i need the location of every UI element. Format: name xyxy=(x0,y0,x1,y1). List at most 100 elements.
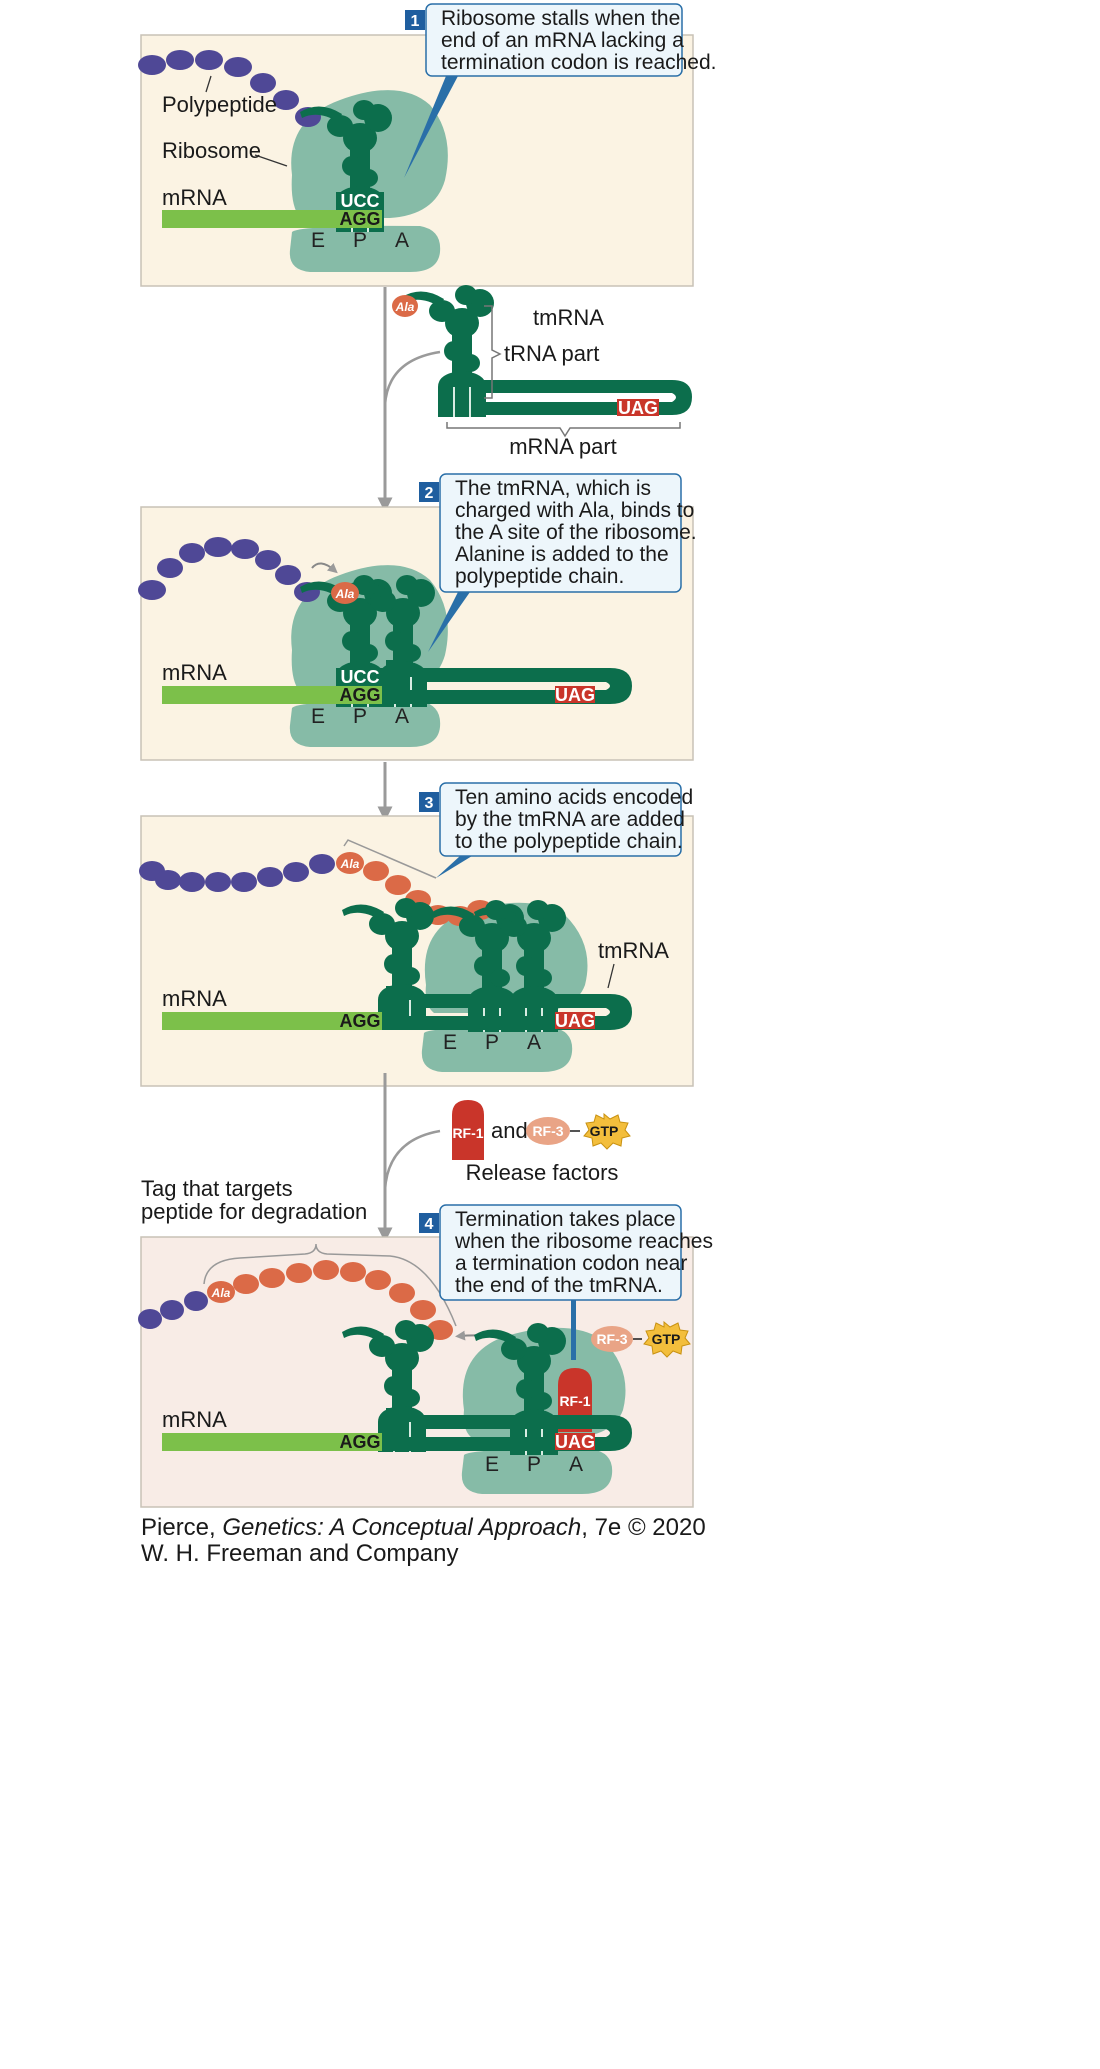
site-a: A xyxy=(395,229,409,252)
panel-1: UCC AGG E P A Polypeptide Ribosome mRNA xyxy=(138,34,694,287)
mrna-strand xyxy=(162,686,382,704)
ribosome-label: Ribosome xyxy=(162,138,261,163)
codon-label: AGG xyxy=(339,209,380,229)
transition-1-2: Ala UAG tmRNA tRNA part mRNA part xyxy=(377,284,692,513)
credit-line-1: Pierce, Genetics: A Conceptual Approach,… xyxy=(141,1514,706,1541)
ribosome-small-subunit xyxy=(289,225,441,272)
step-1-line: end of an mRNA lacking a xyxy=(441,29,684,52)
site-p: P xyxy=(485,1031,499,1054)
step-3-badge: 3 xyxy=(425,795,434,812)
site-e: E xyxy=(311,229,325,252)
rf1-factor xyxy=(452,1100,484,1160)
ala-residue xyxy=(336,852,364,874)
step-3-line: Ten amino acids encoded xyxy=(455,786,693,809)
gtp-starburst xyxy=(643,1320,691,1358)
site-p: P xyxy=(353,705,367,728)
gtp-starburst xyxy=(583,1112,631,1150)
site-a: A xyxy=(395,705,409,728)
step-2-badge: 2 xyxy=(425,485,434,502)
step-2-line: The tmRNA, which is xyxy=(455,477,651,500)
rf3-label: RF-3 xyxy=(596,1331,627,1347)
step-2-callout: 2 The tmRNA, which is charged with Ala, … xyxy=(419,473,697,652)
step-3-callout: 3 Ten amino acids encoded by the tmRNA a… xyxy=(419,782,693,878)
codon-label: AGG xyxy=(339,1011,380,1031)
mrna-label: mRNA xyxy=(162,986,227,1011)
ala-residue xyxy=(207,1281,235,1303)
step-1-line: Ribosome stalls when the xyxy=(441,7,680,30)
polypeptide-label: Polypeptide xyxy=(162,92,277,117)
trna-part-label: tRNA part xyxy=(504,341,599,366)
step-4-callout: 4 Termination takes place when the ribos… xyxy=(419,1204,713,1360)
mrna-strand xyxy=(162,210,382,228)
panel-2: Ala UCC AGG UAG E P A mRNA xyxy=(138,506,694,761)
codon-label: AGG xyxy=(339,1432,380,1452)
step-4-line: the end of the tmRNA. xyxy=(455,1274,663,1297)
polypeptide-chain xyxy=(138,537,320,602)
tmrna-label: tmRNA xyxy=(598,938,669,963)
panel-4: Ala RF-1 AGG UAG E P A mRNA RF-3 GTP xyxy=(138,1236,694,1508)
rf3-factor xyxy=(591,1326,633,1352)
stop-codon-label: UAG xyxy=(555,1011,595,1031)
site-e: E xyxy=(443,1031,457,1054)
step-4-line: Termination takes place xyxy=(455,1208,676,1231)
site-a: A xyxy=(569,1453,583,1476)
step-4-line: a termination codon near xyxy=(455,1252,687,1275)
ribosome-small-subunit xyxy=(461,1448,613,1494)
mrna-strand xyxy=(162,1433,382,1451)
gtp-label: GTP xyxy=(590,1123,619,1139)
ribosome-small-subunit xyxy=(421,1026,573,1072)
mrna-label: mRNA xyxy=(162,660,227,685)
step-1-line: termination codon is reached. xyxy=(441,51,717,74)
anticodon-label: UCC xyxy=(341,667,380,687)
ribosome-small-subunit xyxy=(289,700,441,747)
ala-label: Ala xyxy=(395,300,415,314)
ala-residue xyxy=(392,295,418,317)
site-e: E xyxy=(485,1453,499,1476)
panel-3: Ala AGG UAG E P A mRNA tmRNA xyxy=(139,815,694,1087)
credit: Pierce, Genetics: A Conceptual Approach,… xyxy=(141,1514,706,1567)
anticodon-label: UCC xyxy=(341,191,380,211)
release-factors-label: Release factors xyxy=(466,1160,619,1185)
tag-label-line1: Tag that targets xyxy=(141,1176,293,1201)
and-label: and xyxy=(491,1118,528,1143)
mrna-label: mRNA xyxy=(162,185,227,210)
polypeptide-chain xyxy=(139,854,335,892)
ala-label: Ala xyxy=(340,857,360,871)
rf3-label: RF-3 xyxy=(532,1123,563,1139)
polypeptide-chain xyxy=(138,1291,208,1329)
step-2-line: charged with Ala, binds to xyxy=(455,499,694,522)
ala-label: Ala xyxy=(211,1286,231,1300)
site-a: A xyxy=(527,1031,541,1054)
site-p: P xyxy=(527,1453,541,1476)
tag-label-line2: peptide for degradation xyxy=(141,1199,367,1224)
rf1-label: RF-1 xyxy=(452,1125,483,1141)
mrna-strand xyxy=(162,1012,382,1030)
step-2-line: polypeptide chain. xyxy=(455,565,624,588)
stop-codon-label: UAG xyxy=(618,398,658,418)
mrna-label: mRNA xyxy=(162,1407,227,1432)
site-p: P xyxy=(353,229,367,252)
gtp-label: GTP xyxy=(652,1331,681,1347)
step-3-line: to the polypeptide chain. xyxy=(455,830,683,853)
step-3-line: by the tmRNA are added xyxy=(455,808,685,831)
step-4-line: when the ribosome reaches xyxy=(454,1230,713,1253)
ala-residue xyxy=(331,582,359,604)
stop-codon-label: UAG xyxy=(555,685,595,705)
ala-label: Ala xyxy=(335,587,355,601)
rf1-label: RF-1 xyxy=(559,1393,590,1409)
stop-codon-label: UAG xyxy=(555,1432,595,1452)
step-1-badge: 1 xyxy=(411,13,420,30)
step-2-line: the A site of the ribosome. xyxy=(455,521,697,544)
codon-label: AGG xyxy=(339,685,380,705)
step-4-badge: 4 xyxy=(425,1216,434,1233)
mrna-part-label: mRNA part xyxy=(509,434,617,459)
tag-peptide xyxy=(233,1260,453,1340)
step-1-callout: 1 Ribosome stalls when the end of an mRN… xyxy=(404,3,717,178)
site-e: E xyxy=(311,705,325,728)
credit-publisher: W. H. Freeman and Company xyxy=(141,1540,458,1567)
transition-3-4: RF-1 and RF-3 GTP Release factors Tag th… xyxy=(141,1073,631,1243)
tmrna-label: tmRNA xyxy=(533,305,604,330)
step-2-line: Alanine is added to the xyxy=(455,543,669,566)
rf3-factor xyxy=(526,1117,570,1145)
